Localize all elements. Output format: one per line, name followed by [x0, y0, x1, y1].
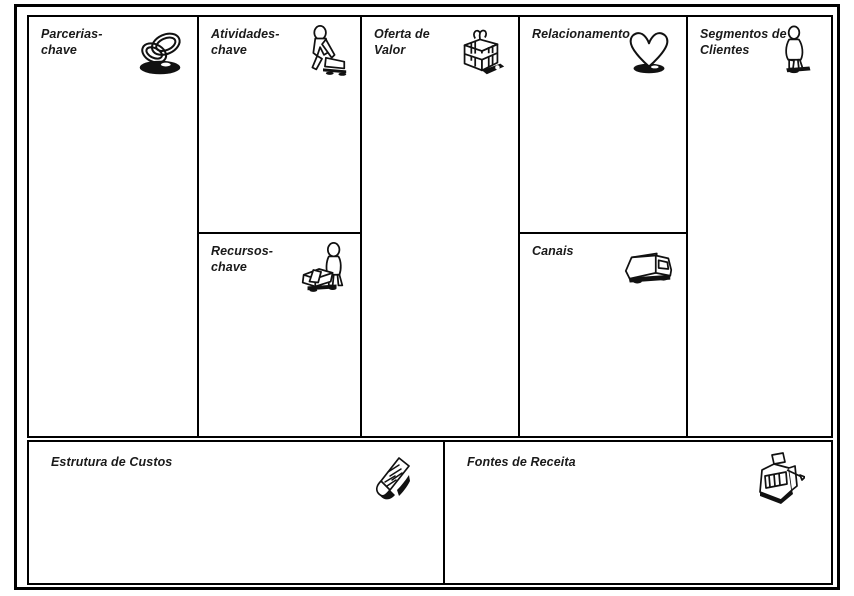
block-key-activities-label: Atividades- chave — [211, 27, 280, 57]
block-revenue-streams-label: Fontes de Receita — [467, 455, 576, 469]
block-cost-structure[interactable]: Estrutura de Custos — [27, 440, 445, 585]
gift-box-icon — [452, 23, 510, 81]
person-with-crate-icon — [294, 240, 352, 298]
cash-register-icon — [745, 450, 805, 510]
block-channels[interactable]: Canais — [518, 232, 688, 438]
block-key-partners-label: Parcerias- chave — [41, 27, 103, 57]
canvas-outer-frame: Parcerias- chave Atividades- chave — [14, 4, 840, 590]
block-customer-segments-label: Segmentos de Clientes — [700, 27, 787, 57]
delivery-truck-icon — [620, 240, 678, 298]
block-customer-segments[interactable]: Segmentos de Clientes — [686, 15, 833, 438]
block-key-resources[interactable]: Recursos- chave — [197, 232, 362, 438]
block-channels-label: Canais — [532, 244, 574, 258]
block-key-activities[interactable]: Atividades- chave — [197, 15, 362, 234]
block-customer-relationships-label: Relacionamento — [532, 27, 630, 41]
person-pushing-machine-icon — [294, 23, 352, 81]
block-value-proposition-label: Oferta de Valor — [374, 27, 430, 57]
block-cost-structure-label: Estrutura de Custos — [51, 455, 173, 469]
block-key-resources-label: Recursos- chave — [211, 244, 274, 274]
block-value-proposition[interactable]: Oferta de Valor — [360, 15, 520, 438]
business-model-canvas-grid: Parcerias- chave Atividades- chave — [27, 15, 833, 585]
block-revenue-streams[interactable]: Fontes de Receita — [443, 440, 833, 585]
linked-rings-icon — [131, 23, 189, 81]
block-key-partners[interactable]: Parcerias- chave — [27, 15, 199, 438]
block-customer-relationships[interactable]: Relacionamento — [518, 15, 688, 234]
receipt-invoice-icon — [357, 450, 417, 510]
